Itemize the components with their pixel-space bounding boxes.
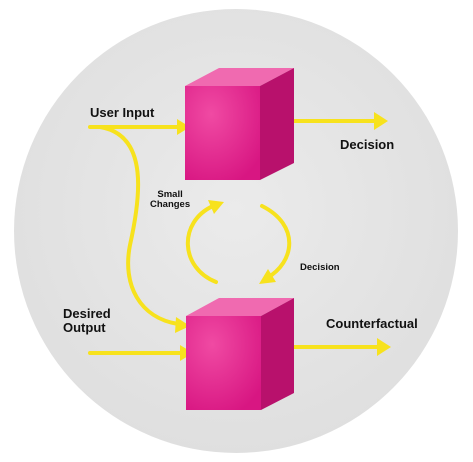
- user-input-branch-arrow: [98, 125, 180, 326]
- desired-output-label-line2: Output: [63, 320, 106, 336]
- desired-output-label: Desired Output: [63, 306, 111, 336]
- model-cube-side-face: [260, 68, 294, 180]
- model-cube-top-face: [185, 68, 294, 86]
- generator-cube-side-face: [261, 298, 294, 410]
- small-changes-label-line2: Changes: [150, 199, 191, 211]
- decision-loop-arrow: [260, 204, 292, 280]
- user-input-branch-arrowhead: [175, 317, 190, 333]
- user-input-label: User Input: [90, 105, 155, 120]
- model-cube-front-face: [185, 86, 260, 180]
- small-changes-label-line1: Small: [157, 189, 183, 200]
- counterfactual-label: Counterfactual: [326, 316, 418, 331]
- small-changes-loop-arrowhead: [208, 200, 224, 214]
- user-input-arrowhead: [177, 119, 190, 135]
- small-changes-loop-arrow: [185, 204, 218, 284]
- counterfactual-generator-cube: [186, 298, 294, 410]
- decision-loop-arrowhead: [259, 269, 276, 284]
- decision-output-label: Decision: [340, 137, 395, 152]
- generator-cube-front-face: [186, 316, 261, 410]
- decision-loop-label: Decision: [300, 262, 340, 273]
- counterfactual-arrowhead: [377, 338, 391, 356]
- decision-output-arrowhead: [374, 112, 388, 130]
- desired-output-label-line1: Desired: [63, 306, 111, 321]
- generator-cube-top-face: [186, 298, 294, 316]
- small-changes-label: Small Changes: [150, 189, 191, 211]
- model-cube: [185, 68, 294, 180]
